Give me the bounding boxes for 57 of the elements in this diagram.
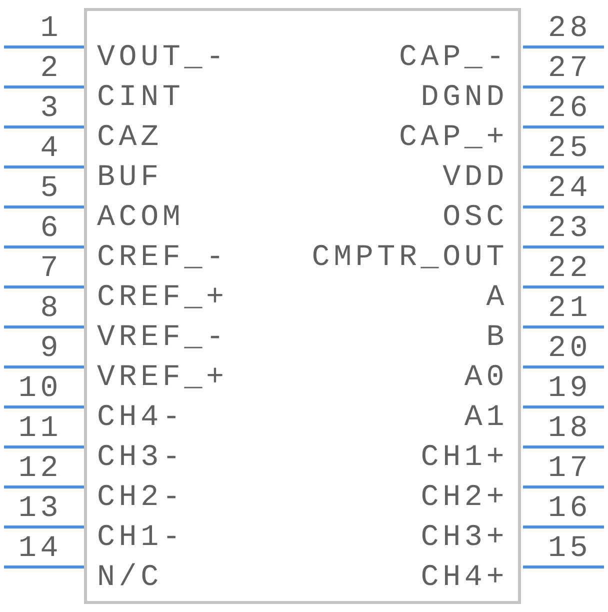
pin-number: 3 (40, 94, 62, 124)
pin-number: 25 (548, 134, 592, 164)
pin-name: CH4+ (420, 563, 508, 593)
pin-number: 1 (40, 14, 62, 44)
pin-number: 19 (548, 374, 592, 404)
pin-name: A1 (464, 403, 508, 433)
pin-name: CH2+ (420, 483, 508, 513)
pin-name: CREF_- (97, 243, 228, 273)
pin-number: 13 (18, 494, 62, 524)
pin-name: CINT (97, 83, 184, 113)
pin-name: CH3- (97, 443, 184, 473)
pin-name: CH3+ (420, 523, 508, 553)
pin-name: CAP_+ (398, 123, 508, 153)
pin-name: ACOM (97, 203, 184, 233)
pin-name: CREF_+ (97, 283, 228, 313)
pin-name: VDD (442, 163, 508, 193)
pin-number: 2 (40, 54, 62, 84)
pin-number: 17 (548, 454, 592, 484)
pin-number: 14 (18, 534, 62, 564)
pin-number: 9 (40, 334, 62, 364)
pin-name: B (486, 323, 508, 353)
pin-name: CH1+ (420, 443, 508, 473)
pin-number: 21 (548, 294, 592, 324)
pin-name: A (486, 283, 508, 313)
pin-name: CAZ (97, 123, 162, 153)
pin-name: VOUT_- (97, 43, 228, 73)
pin-number: 8 (40, 294, 62, 324)
pin-number: 26 (548, 94, 592, 124)
pin-number: 27 (548, 54, 592, 84)
pin-number: 23 (548, 214, 592, 244)
pin-name: CH4- (97, 403, 184, 433)
pin-name: CH2- (97, 483, 184, 513)
pin-number: 22 (548, 254, 592, 284)
pin-number: 4 (40, 134, 62, 164)
pin-name: VREF_- (97, 323, 228, 353)
pin-name: BUF (97, 163, 162, 193)
pin-name: CH1- (97, 523, 184, 553)
pin-name: A0 (464, 363, 508, 393)
pin-number: 7 (40, 254, 62, 284)
pin-number: 6 (40, 214, 62, 244)
pin-name: CAP_- (398, 43, 508, 73)
pin-number: 20 (548, 334, 592, 364)
pin-number: 11 (18, 414, 62, 444)
pin-number: 24 (548, 174, 592, 204)
pin-name: OSC (442, 203, 508, 233)
chip-body (84, 8, 521, 604)
pin-name: DGND (420, 83, 508, 113)
pin-number: 15 (548, 534, 592, 564)
pin-number: 10 (18, 374, 62, 404)
pin-number: 18 (548, 414, 592, 444)
pin-number: 12 (18, 454, 62, 484)
pin-name: CMPTR_OUT (312, 243, 508, 273)
pin-number: 28 (548, 14, 592, 44)
pin-number: 16 (548, 494, 592, 524)
pin-number: 5 (40, 174, 62, 204)
pin-name: VREF_+ (97, 363, 228, 393)
pin-name: N/C (97, 563, 162, 593)
